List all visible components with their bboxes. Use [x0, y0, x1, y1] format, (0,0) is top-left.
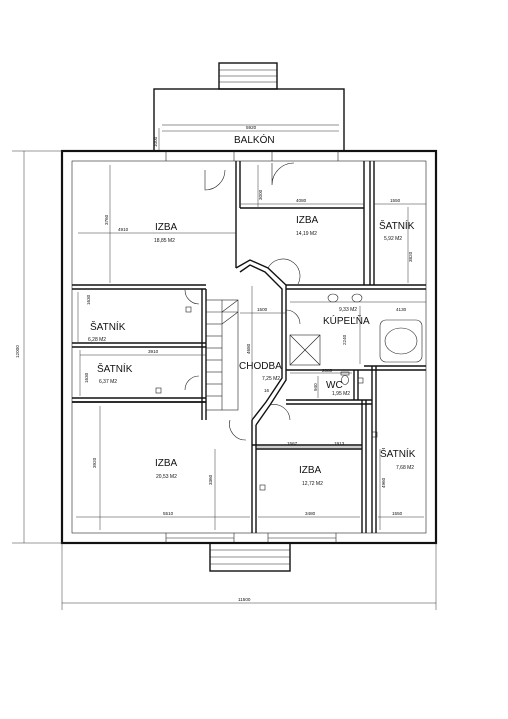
- dim-3360: 3360: [208, 474, 213, 485]
- room-label-izba-ne: IZBA: [296, 215, 319, 226]
- dim-3920: 3920: [92, 457, 97, 468]
- dim-3820: 3820: [408, 251, 413, 262]
- dim-5510: 5510: [163, 511, 174, 516]
- room-label-chodba: CHODBA: [239, 361, 282, 372]
- dim-balcony-width: 5920: [246, 125, 257, 130]
- dim-940: 940: [313, 383, 318, 391]
- room-label-izba-nw: IZBA: [155, 222, 178, 233]
- dim-3000: 3000: [258, 189, 263, 200]
- dim-2240: 2240: [342, 334, 347, 345]
- room-area-satnik-w2: 6,37 M2: [99, 379, 117, 385]
- room-label-satnik-ne: ŠATNÍK: [379, 219, 415, 232]
- room-area-izba-nw: 18,85 M2: [154, 238, 175, 244]
- room-area-satnik-ne: 5,92 M2: [384, 236, 402, 242]
- dim-4910: 4910: [118, 227, 129, 232]
- dim-1550-top: 1550: [390, 198, 401, 203]
- dim-2080: 2080: [322, 368, 333, 373]
- room-area-izba-ne: 14,19 M2: [296, 231, 317, 237]
- room-label-balkon: BALKÓN: [234, 133, 275, 146]
- room-label-izba-sw: IZBA: [155, 458, 178, 469]
- room-label-kupelna: KÚPEĽŇA: [323, 314, 370, 327]
- dim-4080: 4080: [296, 198, 307, 203]
- room-area-izba-se: 12,72 M2: [302, 481, 323, 487]
- dim-total-height: 12000: [15, 345, 20, 358]
- fixtures: [155, 293, 423, 491]
- room-area-wc: 1,95 M2: [332, 391, 350, 397]
- entrance-steps: [209, 542, 291, 572]
- dim-4680: 4680: [246, 343, 251, 354]
- room-label-satnik-w1: ŠATNÍK: [90, 320, 126, 333]
- interior-walls: [72, 161, 426, 533]
- dim-16: 16: [264, 388, 270, 393]
- dimension-lines: [12, 150, 437, 610]
- dim-3760: 3760: [104, 214, 109, 225]
- room-area-chodba: 7,25 M2: [262, 376, 280, 382]
- dim-4130: 4130: [396, 307, 407, 312]
- dim-balcony-depth: 1000: [153, 136, 158, 147]
- dim-3910: 3910: [148, 349, 159, 354]
- dim-1630-b: 1630: [84, 372, 89, 383]
- room-label-satnik-se: ŠATNÍK: [380, 447, 416, 460]
- room-label-satnik-w2: ŠATNÍK: [97, 362, 133, 375]
- dim-3480: 3480: [305, 511, 316, 516]
- dim-1913: 1913: [334, 441, 345, 446]
- room-area-izba-sw: 20,53 M2: [156, 474, 177, 480]
- room-label-izba-se: IZBA: [299, 465, 322, 476]
- dim-1630-a: 1630: [86, 294, 91, 305]
- doors: [184, 162, 301, 441]
- room-area-satnik-se: 7,68 M2: [396, 465, 414, 471]
- room-label-wc: WC: [326, 380, 343, 391]
- room-area-kupelna: 9,33 M2: [339, 307, 357, 313]
- dim-4960: 4960: [381, 477, 386, 488]
- dim-1550-bot: 1550: [392, 511, 403, 516]
- room-area-satnik-w1: 6,28 M2: [88, 337, 106, 343]
- dim-total-width: 11500: [238, 597, 251, 602]
- dim-1500: 1500: [257, 307, 268, 312]
- dim-1567: 1567: [287, 441, 298, 446]
